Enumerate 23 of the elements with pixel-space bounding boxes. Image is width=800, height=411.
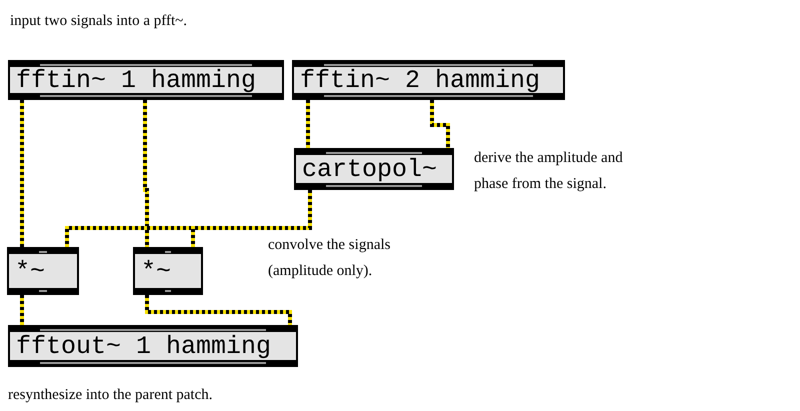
object-box xyxy=(133,247,203,295)
object-name: *~ xyxy=(15,258,46,284)
object-name: fftin~ 1 hamming xyxy=(16,68,256,92)
object-box xyxy=(7,247,79,295)
patch-cord xyxy=(143,100,149,247)
patch-cord xyxy=(191,190,312,247)
patch-cord xyxy=(20,295,24,325)
object-name: fftin~ 2 hamming xyxy=(300,68,540,92)
object-name: cartopol~ xyxy=(302,156,438,182)
comment-text: input two signals into a pfft~. xyxy=(10,12,187,31)
patch-cord xyxy=(20,100,24,247)
comment-text: derive the amplitude and phase from the signal. xyxy=(474,149,624,194)
comment-text: resynthesize into the parent patch. xyxy=(8,386,213,405)
comment-text: convolve the signals (amplitude only). xyxy=(268,236,392,281)
patch-cord xyxy=(430,100,450,148)
patch-cord xyxy=(306,100,310,148)
object-name: fftout~ 1 hamming xyxy=(16,334,272,358)
object-box xyxy=(8,60,284,100)
object-box xyxy=(292,60,565,100)
patch-cord xyxy=(145,295,292,325)
object-box xyxy=(294,148,454,190)
object-box xyxy=(8,325,298,367)
object-name: *~ xyxy=(141,258,172,284)
